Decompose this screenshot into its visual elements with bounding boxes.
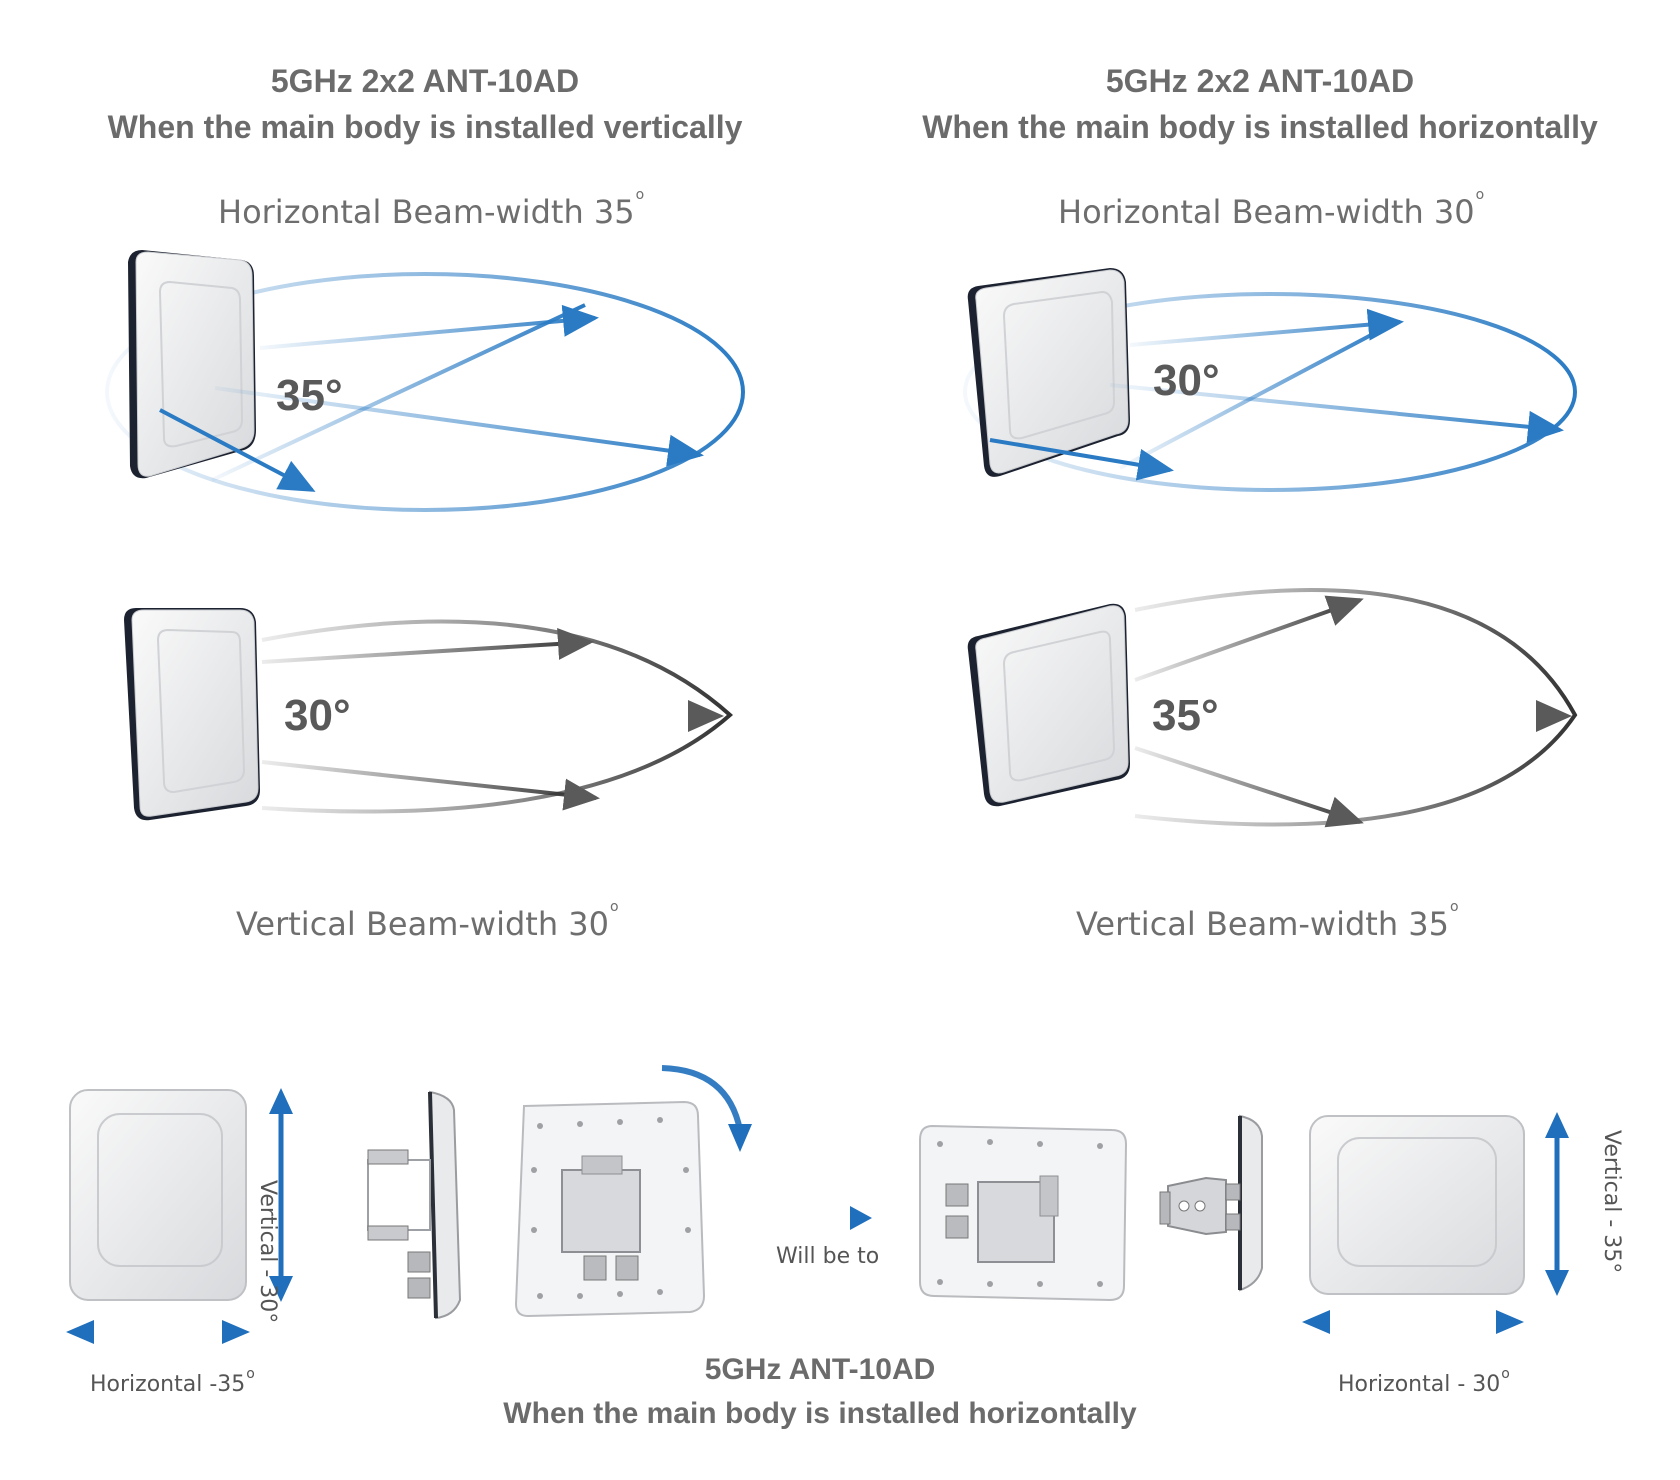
front-panel-right [1309, 1115, 1525, 1295]
right-title-line2: When the main body is installed horizont… [922, 109, 1598, 145]
left-horizontal-beam-label: Horizontal Beam-width 35o [218, 187, 645, 231]
left-horizontal-beam-diagram: 35° [105, 250, 745, 512]
antenna-panel [128, 250, 256, 479]
left-horizontal-angle: 35° [276, 371, 343, 420]
left-vertical-angle: 30° [284, 691, 351, 740]
side-view-bracket-left [367, 1090, 462, 1320]
antenna-panel [124, 608, 260, 821]
vertical-double-arrow [269, 1088, 293, 1302]
rotate-arrow [661, 1065, 752, 1152]
left-vertical-beam-diagram: 30° [124, 608, 734, 821]
back-view-panel-right [919, 1124, 1128, 1302]
degree-mark: o [1475, 187, 1485, 203]
right-horizontal-angle: 30° [1153, 356, 1220, 405]
right-horizontal-beam-diagram: 30° [963, 268, 1577, 492]
beam-ellipse [105, 272, 745, 512]
will-be-to-arrow [784, 1206, 872, 1230]
antenna-panel [967, 268, 1130, 477]
left-title-line2: When the main body is installed vertical… [107, 109, 743, 145]
degree-mark: o [246, 1366, 255, 1382]
left-vertical-beam-label: Vertical Beam-width 30o [236, 899, 619, 943]
degree-mark: o [635, 187, 645, 203]
right-vertical-beam-diagram: 35° [967, 588, 1578, 828]
left-title-line1: 5GHz 2x2 ANT-10AD [270, 63, 580, 99]
horizontal-double-arrow [66, 1320, 250, 1344]
back-view-panel-left [514, 1100, 706, 1318]
right-title-line1: 5GHz 2x2 ANT-10AD [1105, 63, 1415, 99]
degree-mark: o [1501, 1366, 1510, 1382]
right-vertical-label: Vertical - 35° [1599, 1130, 1624, 1274]
beam-ellipse [963, 292, 1577, 492]
left-title: 5GHz 2x2 ANT-10AD When the main body is … [40, 58, 810, 150]
horizontal-double-arrow [1302, 1310, 1524, 1334]
bottom-title: 5GHz ANT-10AD When the main body is inst… [420, 1348, 1220, 1436]
right-vertical-beam-label: Vertical Beam-width 35o [1076, 899, 1459, 943]
bottom-title-line1: 5GHz ANT-10AD [704, 1353, 936, 1386]
antenna-panel [967, 603, 1130, 807]
left-horizontal-label: Horizontal -35o [90, 1366, 255, 1397]
degree-mark: o [1450, 899, 1459, 915]
front-panel-left [69, 1089, 247, 1301]
will-be-to-label: Will be to [776, 1244, 880, 1269]
right-horizontal-beam-label: Horizontal Beam-width 30o [1058, 187, 1485, 231]
degree-mark: o [610, 899, 619, 915]
right-horizontal-label: Horizontal - 30o [1338, 1366, 1510, 1397]
left-vertical-label: Vertical - 30° [255, 1180, 280, 1324]
vertical-double-arrow [1545, 1112, 1569, 1296]
right-vertical-angle: 35° [1152, 691, 1219, 740]
bottom-title-line2: When the main body is installed horizont… [503, 1397, 1137, 1430]
side-view-bracket-right [1159, 1114, 1263, 1292]
right-title: 5GHz 2x2 ANT-10AD When the main body is … [860, 58, 1660, 150]
